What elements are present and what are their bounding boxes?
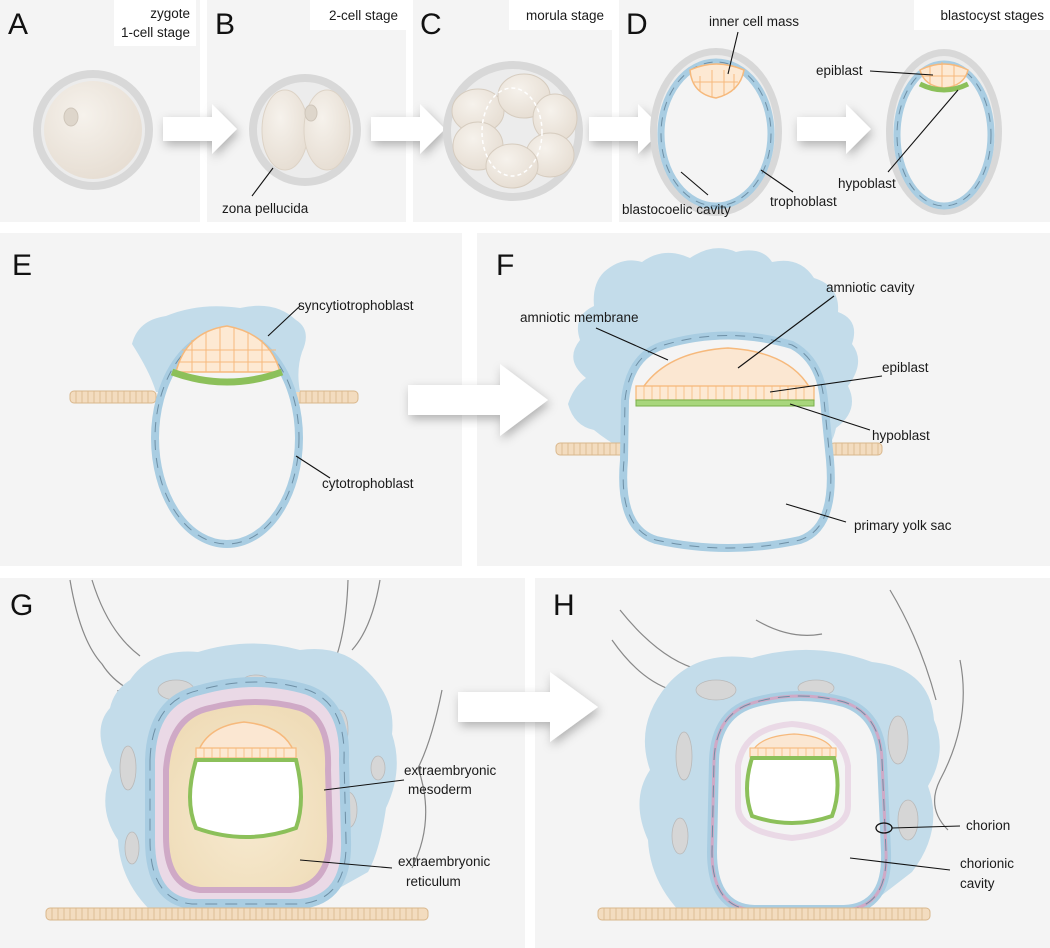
label-trophoblast: trophoblast [770, 194, 837, 209]
stage-label-blastocyst: blastocyst stages [940, 8, 1044, 23]
label-inner-cell-mass: inner cell mass [709, 14, 799, 29]
stage-labels: zygote 1-cell stage 2-cell stage morula … [121, 6, 1044, 40]
label-epiblast-d: epiblast [816, 63, 863, 78]
arrows [163, 104, 871, 742]
lacunae-h [671, 679, 919, 855]
implanting-blastocyst: syncytiotrophoblast cytotrophoblast [69, 298, 414, 548]
zygote [33, 70, 153, 190]
label-primary-yolk-sac: primary yolk sac [854, 518, 952, 533]
label-chorionic-cavity-1: chorionic [960, 856, 1014, 871]
stage-label-2cell: 2-cell stage [329, 8, 398, 23]
panel-letter-h: H [553, 589, 575, 622]
label-extraembryonic-reticulum-2: reticulum [406, 874, 461, 889]
stage-label-zygote: zygote [150, 6, 190, 21]
arrow-e-f [408, 364, 548, 436]
panel-letter-e: E [12, 249, 32, 282]
bilaminar-disc-embryo: amniotic cavity amniotic membrane epibla… [520, 248, 952, 552]
endometrium-strip-h [597, 907, 931, 921]
label-cytotrophoblast: cytotrophoblast [322, 476, 414, 491]
label-blastocoelic-cavity: blastocoelic cavity [622, 202, 731, 217]
endometrium-strip-e [69, 390, 359, 404]
panel-letter-b: B [215, 8, 235, 41]
panel-letter-a: A [8, 8, 28, 41]
panel-letter-c: C [420, 8, 442, 41]
label-epiblast-f: epiblast [882, 360, 929, 375]
label-hypoblast-d: hypoblast [838, 176, 896, 191]
label-amniotic-cavity: amniotic cavity [826, 280, 915, 295]
panel-letter-f: F [496, 249, 514, 282]
late-blastocyst: epiblast hypoblast [816, 49, 1002, 215]
arrow-c-d [589, 104, 663, 154]
arrow-d-d2 [797, 104, 871, 154]
arrow-b-c [371, 104, 445, 154]
stage-label-morula: morula stage [526, 8, 604, 23]
endometrium-strip-f [555, 442, 883, 456]
extraembryonic-mesoderm-stage: extraembryonic mesoderm extraembryonic r… [45, 579, 497, 921]
arrow-a-b [163, 104, 237, 154]
morula [443, 61, 583, 201]
early-blastocyst: inner cell mass blastocoelic cavity trop… [622, 14, 837, 217]
label-zona-pellucida: zona pellucida [222, 201, 309, 216]
label-extraembryonic-mesoderm-2: mesoderm [408, 782, 472, 797]
two-cell-embryo: zona pellucida [222, 74, 361, 216]
endometrium-strip-g [45, 907, 429, 921]
stage-label-1cell: 1-cell stage [121, 25, 190, 40]
label-amniotic-membrane: amniotic membrane [520, 310, 639, 325]
label-hypoblast-f: hypoblast [872, 428, 930, 443]
arrow-g-h [458, 672, 598, 742]
label-chorion: chorion [966, 818, 1010, 833]
panel-letters: A B C D E F G H [8, 8, 648, 622]
panel-letter-d: D [626, 8, 648, 41]
label-syncytiotrophoblast: syncytiotrophoblast [298, 298, 414, 313]
label-extraembryonic-mesoderm-1: extraembryonic [404, 763, 497, 778]
label-chorionic-cavity-2: cavity [960, 876, 995, 891]
label-extraembryonic-reticulum-1: extraembryonic [398, 854, 491, 869]
panel-letter-g: G [10, 589, 33, 622]
chorionic-cavity-stage: chorion chorionic cavity [597, 589, 1014, 921]
